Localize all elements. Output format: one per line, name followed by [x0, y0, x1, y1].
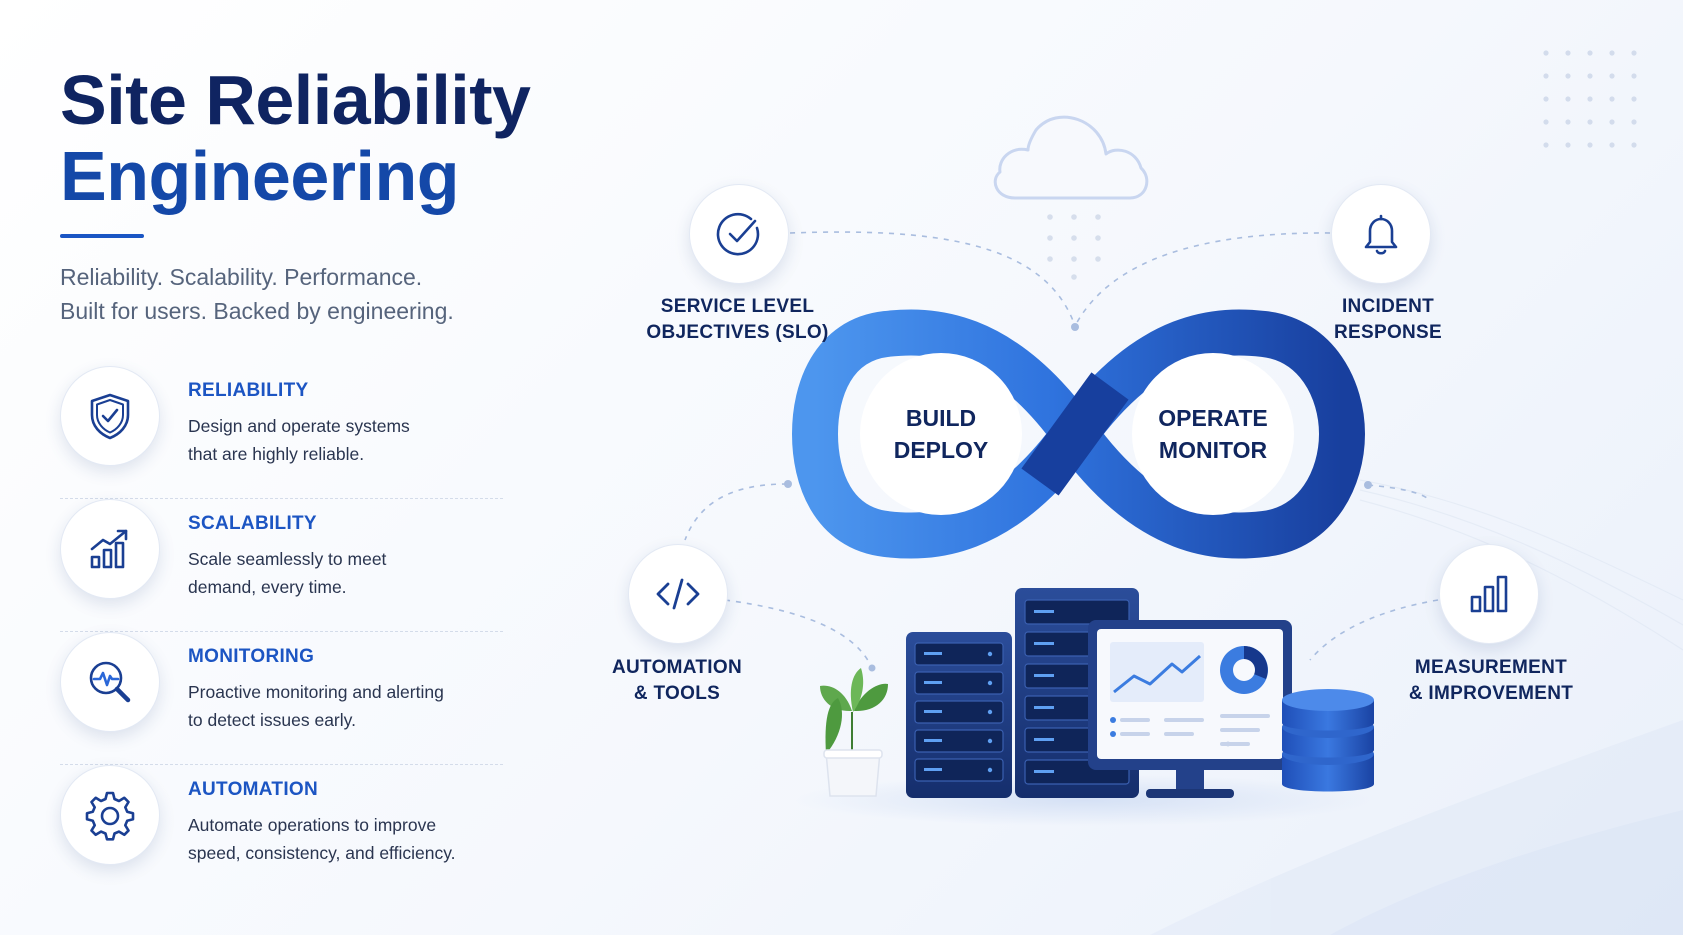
loop-label-line-2: MONITOR [1158, 437, 1268, 463]
feature-desc-line-2: speed, consistency, and efficiency. [188, 843, 456, 863]
connector-dots [784, 323, 1372, 672]
node-label-line-1: INCIDENT [1341, 296, 1435, 317]
shield-check-icon [60, 366, 160, 466]
node-label-line-2: OBJECTIVES (SLO) [646, 322, 829, 343]
loop-label-line-1: OPERATE [1158, 405, 1268, 431]
title-line-1: Site Reliability [60, 61, 531, 139]
feature-scalability: SCALABILITY Scale seamlessly to meet dem… [60, 499, 503, 632]
bell-icon [1331, 184, 1431, 284]
feature-title: RELIABILITY [188, 380, 309, 401]
monitor-illustration [1088, 620, 1292, 798]
page-title: Site Reliability Engineering [60, 61, 531, 215]
plant-illustration [820, 668, 888, 797]
background-waves [1150, 479, 1683, 935]
feature-desc-line-2: demand, every time. [188, 577, 347, 597]
feature-monitoring: MONITORING Proactive monitoring and aler… [60, 632, 503, 765]
node-label-line-1: AUTOMATION [611, 657, 742, 678]
node-label-measurement-improvement: MEASUREMENT & IMPROVEMENT [1386, 655, 1596, 707]
cloud-icon [993, 115, 1149, 200]
loop-label-line-2: DEPLOY [893, 437, 989, 463]
feature-title: AUTOMATION [188, 779, 319, 800]
tagline: Reliability. Scalability. Performance. B… [60, 260, 454, 328]
node-label-line-2: RESPONSE [1334, 322, 1442, 343]
database-illustration [1282, 689, 1374, 792]
magnifier-pulse-icon [60, 632, 160, 732]
growth-chart-icon [60, 499, 160, 599]
feature-desc-line-1: Proactive monitoring and alerting [188, 682, 444, 702]
feature-title: MONITORING [188, 646, 315, 667]
node-label-incident-response: INCIDENT RESPONSE [1288, 294, 1488, 346]
node-label-line-2: & TOOLS [633, 683, 721, 704]
tagline-line-1: Reliability. Scalability. Performance. [60, 264, 423, 290]
title-underline [60, 234, 144, 238]
feature-description: Scale seamlessly to meet demand, every t… [188, 545, 508, 601]
node-label-line-1: SERVICE LEVEL [660, 296, 815, 317]
node-label-automation-tools: AUTOMATION & TOOLS [586, 655, 768, 707]
feature-title: SCALABILITY [188, 513, 317, 534]
feature-description: Proactive monitoring and alerting to det… [188, 678, 508, 734]
loop-label-operate-monitor: OPERATE MONITOR [1143, 402, 1283, 466]
node-label-slo: SERVICE LEVEL OBJECTIVES (SLO) [620, 294, 855, 346]
feature-desc-line-2: that are highly reliable. [188, 444, 365, 464]
server-rack-short [906, 632, 1012, 798]
gear-icon [60, 765, 160, 865]
feature-automation: AUTOMATION Automate operations to improv… [60, 765, 503, 897]
title-line-2: Engineering [60, 137, 459, 215]
feature-desc-line-1: Design and operate systems [188, 416, 410, 436]
dot-grid-decoration [1543, 50, 1637, 148]
feature-description: Automate operations to improve speed, co… [188, 811, 508, 867]
tagline-line-2: Built for users. Backed by engineering. [60, 298, 454, 324]
code-icon [628, 544, 728, 644]
server-rack-tall [1015, 588, 1139, 798]
loop-label-line-1: BUILD [905, 405, 977, 431]
bar-chart-icon [1439, 544, 1539, 644]
feature-list: RELIABILITY Design and operate systems t… [60, 366, 503, 897]
cloud-dots [1047, 214, 1101, 280]
feature-desc-line-2: to detect issues early. [188, 710, 356, 730]
node-label-line-1: MEASUREMENT [1414, 657, 1568, 678]
feature-reliability: RELIABILITY Design and operate systems t… [60, 366, 503, 499]
node-label-line-2: & IMPROVEMENT [1408, 683, 1574, 704]
feature-desc-line-1: Automate operations to improve [188, 815, 437, 835]
loop-label-build-deploy: BUILD DEPLOY [875, 402, 1007, 466]
check-circle-icon [689, 184, 789, 284]
feature-description: Design and operate systems that are high… [188, 412, 508, 468]
feature-desc-line-1: Scale seamlessly to meet [188, 549, 387, 569]
